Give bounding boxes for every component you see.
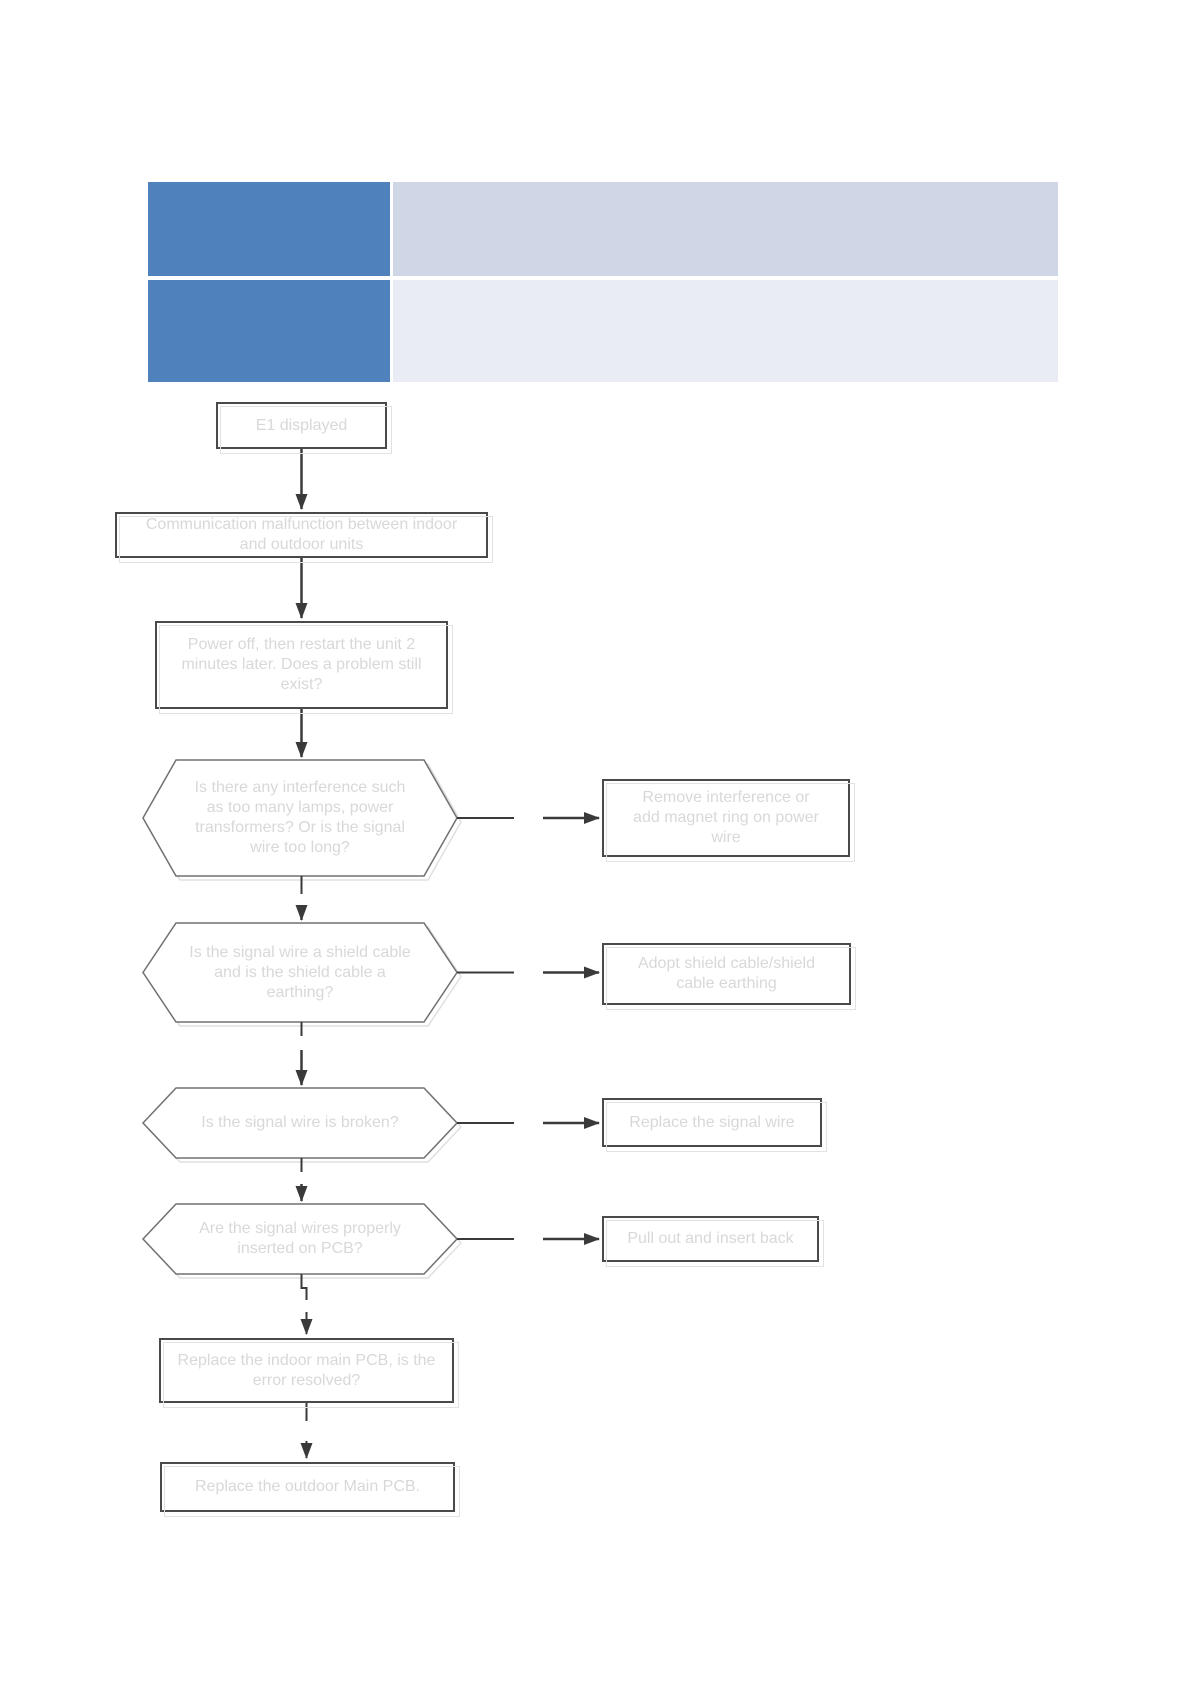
node-replace-indoor-pcb: Replace the indoor main PCB, is the erro… [159,1338,459,1408]
node-communication-malfunction: Communication malfunction between indoor… [115,512,493,563]
error-info-table [148,182,1058,382]
label-shield-cable-check: Is the signal wire a shield cable and is… [189,944,411,1001]
label-signal-wire-broken-check: Is the signal wire is broken? [201,1114,399,1131]
node-pull-out-insert-back: Pull out and insert back [602,1216,824,1267]
node-remove-interference: Remove interference or add magnet ring o… [602,779,855,862]
node-adopt-shield-cable: Adopt shield cable/shield cable earthing [602,943,856,1010]
node-e1-displayed: E1 displayed [216,402,392,454]
table-header-cell-row2 [148,280,390,382]
table-header-cell-row1 [148,182,390,276]
hexagon-signal-wire-broken-check [141,1087,459,1159]
hexagon-shield-cable-check [142,922,458,1023]
table-value-cell-row2 [393,280,1058,382]
table-value-cell-row1 [393,182,1058,276]
node-replace-outdoor-pcb: Replace the outdoor Main PCB. [160,1462,460,1517]
label-interference-check: Is there any interference such as too ma… [194,779,406,856]
node-power-off-restart: Power off, then restart the unit 2 minut… [155,621,453,714]
hexagon-interference-check [142,759,458,877]
node-replace-signal-wire: Replace the signal wire [602,1098,827,1152]
label-signal-wires-inserted-check: Are the signal wires properly inserted o… [199,1220,401,1257]
hexagon-signal-wires-inserted-check [141,1203,459,1275]
line-inserted-exit [300,1274,308,1300]
